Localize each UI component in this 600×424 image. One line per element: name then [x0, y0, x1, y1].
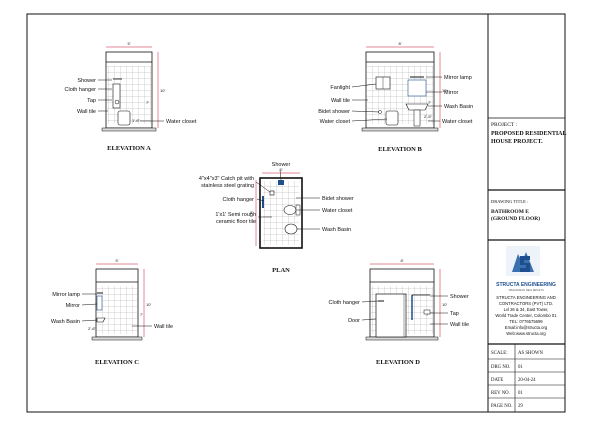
elevation-a-width-dim: 5'	[128, 41, 131, 46]
elevation-c-mirror	[96, 295, 103, 311]
project-label: PROJECT :	[491, 122, 518, 128]
plan-label-wash-basin: Wash Basin	[322, 227, 351, 233]
info-row-date-label: DATE	[491, 378, 503, 383]
info-row-page-label: PAGE NO.	[491, 404, 512, 409]
company-line-1: STRUCTA ENGINEERING AND	[496, 295, 556, 300]
elevation-a-label-tap: Tap	[87, 98, 96, 104]
logo-text: STRUCTA ENGINEERING	[496, 282, 556, 288]
elevation-c-label-mirror: Mirror	[66, 303, 81, 309]
elevation-a-label-wall-tile: Wall tile	[77, 109, 96, 115]
elevation-d-label-wall-tile: Wall tile	[450, 322, 469, 328]
plan-water-closet	[283, 205, 297, 215]
elevation-d-height-dim-10: 10'	[442, 302, 447, 307]
elevation-c-label-wash-basin: Wash Basin	[51, 319, 80, 325]
elevation-c: 5' 10' 7' 2'-6" Mirror lamp Mirror Wash …	[51, 258, 173, 366]
elevation-d: 8' 10' 7' Cloth hanger Door Shower Tap W…	[329, 258, 470, 366]
info-row-rev-label: REV NO.	[491, 391, 510, 396]
plan-shower-point	[278, 180, 284, 185]
plan-title: PLAN	[272, 267, 290, 274]
plan-height-dim: 8'	[250, 210, 253, 215]
company-line-5: TEL: 0776575699	[509, 319, 543, 324]
logo-tagline: TRUE DESIGN. REAL RESULTS	[508, 289, 544, 292]
elevation-d-height-dim-7: 7'	[426, 312, 429, 317]
elevation-a-water-closet	[117, 110, 131, 126]
info-row-drg-value: 01	[518, 365, 523, 370]
plan-label-catch-pit: 4"x4"x3" Catch pit with stainless steel …	[198, 176, 254, 189]
info-row-drg-label: DRG NO.	[491, 365, 510, 370]
info-row-rev-value: 01	[518, 391, 523, 396]
company-line-3: Lvl 26 & 34, East Tower,	[504, 307, 549, 312]
elevation-b-label-wall-tile: Wall tile	[331, 98, 350, 104]
elevation-b-label-mirror: Mirror	[444, 90, 459, 96]
elevation-b-wash-basin	[405, 103, 429, 111]
elevation-c-wash-basin	[96, 317, 106, 323]
elevation-a-height-dim-10: 10'	[160, 88, 165, 93]
elevation-c-height-dim-10: 10'	[146, 302, 151, 307]
elevation-d-label-cloth-hanger: Cloth hanger	[329, 300, 361, 306]
company-logo	[506, 246, 540, 276]
company-line-4: World Trade Center, Colombo 01	[495, 313, 557, 318]
elevation-d-label-shower: Shower	[450, 294, 469, 300]
elevation-b-title: ELEVATION B	[378, 146, 422, 153]
elevation-d-label-door: Door	[348, 318, 360, 324]
plan-view: 5' 8' Shower 4"x4"x3" Catch pit with sta…	[198, 162, 354, 274]
elevation-b-label-water-closet-right: Water closet	[442, 119, 473, 125]
title-block: PROJECT : PROPOSED RESIDENTIAL HOUSE PRO…	[488, 117, 567, 412]
elevation-b-mirror	[407, 79, 427, 97]
elevation-a-title: ELEVATION A	[107, 145, 151, 152]
plan-label-floor-tile: 1'x1' Semi rough ceramic floor tile	[215, 212, 256, 225]
elevation-d-width-dim: 8'	[401, 258, 404, 263]
elevation-a-base-dim-2: 1'-6"	[132, 118, 141, 123]
company-line-2: CONTRACTORS (PVT) LTD.	[499, 301, 553, 306]
elevation-b-height-dim-7: 7'	[428, 100, 431, 105]
elevation-b-label-water-closet-left: Water closet	[320, 119, 351, 125]
plan-label-bidet-shower: Bidet shower	[322, 196, 354, 202]
elevation-b: 8' 10' 7' 2'-5" Fanlight Wall tile Bidet…	[318, 41, 473, 153]
elevation-c-label-wall-tile: Wall tile	[154, 324, 173, 330]
drawing-title-line-1: BATHROOM E	[491, 209, 529, 215]
info-row-page-value: 29	[518, 404, 523, 409]
project-name-line-1: PROPOSED RESIDENTIAL	[491, 131, 567, 137]
elevation-c-base-dim: 2'-6"	[88, 326, 97, 331]
elevation-c-width-dim: 5'	[116, 258, 119, 263]
elevation-b-label-bidet-shower: Bidet shower	[318, 109, 350, 115]
info-row-scale-value: AS SHOWN	[518, 351, 543, 356]
elevation-a-height-dim-7: 7'	[146, 100, 149, 105]
elevation-c-height-dim-7: 7'	[140, 312, 143, 317]
drawing-title-label: DRAWING TITLE :	[491, 199, 528, 204]
drawing-title-line-2: (GROUND FLOOR)	[491, 215, 540, 222]
elevation-b-water-closet	[385, 110, 399, 126]
elevation-b-height-dim-10: 10'	[442, 88, 447, 93]
elevation-b-base-dim: 2'-5"	[424, 114, 433, 119]
elevation-a-label-water-closet: Water closet	[166, 119, 197, 125]
company-line-7: Web:www.structa.org	[506, 331, 546, 336]
elevation-b-label-mirror-lamp: Mirror lamp	[444, 75, 472, 81]
project-name-line-2: HOUSE PROJECT.	[491, 139, 543, 145]
plan-wash-basin	[284, 223, 298, 235]
info-row-date-value: 20-04-24	[518, 378, 536, 383]
elevation-c-title: ELEVATION C	[95, 359, 139, 366]
elevation-a: 5' 10' 7' 2'-5" 1'-6" Shower Cloth hange…	[65, 41, 197, 152]
elevation-c-label-mirror-lamp: Mirror lamp	[52, 292, 80, 298]
elevation-d-label-tap: Tap	[450, 311, 459, 317]
plan-catch-pit	[269, 190, 275, 196]
plan-label-water-closet: Water closet	[322, 208, 353, 214]
company-line-6: Email:info@structa.org	[505, 325, 548, 330]
elevation-b-label-wash-basin: Wash Basin	[444, 104, 473, 110]
elevation-a-label-cloth-hanger: Cloth hanger	[65, 87, 97, 93]
sheet-border	[26, 13, 566, 413]
plan-label-shower: Shower	[272, 162, 291, 168]
info-row-scale-label: SCALE:	[491, 351, 508, 356]
elevation-b-width-dim: 8'	[399, 41, 402, 46]
plan-width-dim: 5'	[280, 167, 283, 172]
elevation-a-shower-column	[112, 83, 121, 109]
elevation-b-label-fanlight: Fanlight	[330, 85, 350, 91]
plan-label-cloth-hanger: Cloth hanger	[223, 197, 255, 203]
elevation-d-door	[375, 293, 407, 338]
elevation-a-label-shower: Shower	[77, 78, 96, 84]
elevation-d-title: ELEVATION D	[376, 359, 420, 366]
